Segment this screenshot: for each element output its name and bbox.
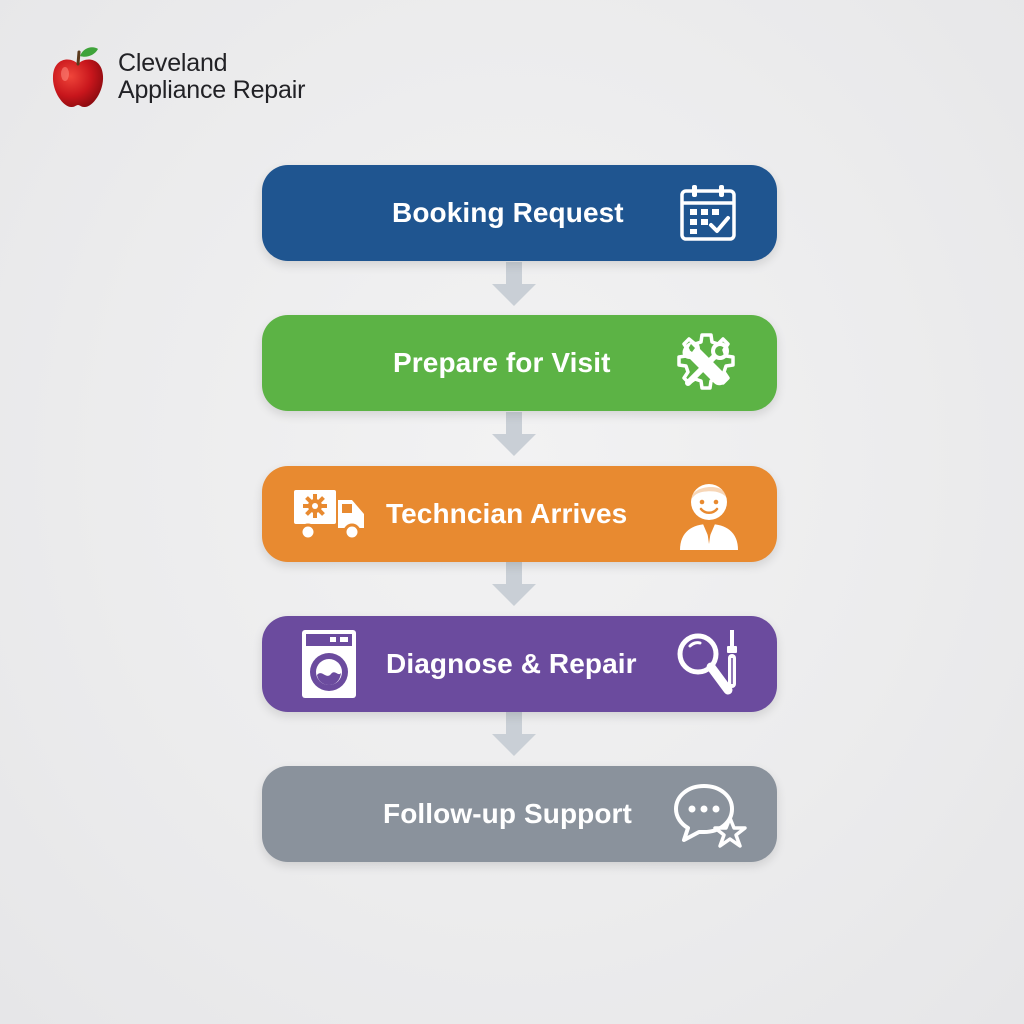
brand-line-2: Appliance Repair bbox=[118, 76, 306, 104]
brand-logo: Cleveland Appliance Repair bbox=[50, 44, 305, 110]
magnifier-screwdriver-icon bbox=[677, 630, 737, 695]
step-follow-up-support: Follow-up Support bbox=[262, 766, 777, 862]
step-label: Follow-up Support bbox=[383, 798, 632, 829]
wrench-gear-icon bbox=[677, 333, 735, 390]
step-prepare-for-visit: Prepare for Visit bbox=[262, 315, 777, 411]
connector-arrow-2 bbox=[492, 412, 536, 456]
step-label: Techncian Arrives bbox=[386, 498, 628, 529]
washing-machine-icon bbox=[302, 630, 356, 698]
step-label: Booking Request bbox=[392, 197, 624, 228]
step-diagnose-repair: Diagnose & Repair bbox=[262, 616, 777, 712]
connector-arrow-3 bbox=[492, 562, 536, 606]
apple-icon bbox=[52, 47, 104, 108]
technician-icon bbox=[680, 484, 738, 550]
step-label: Prepare for Visit bbox=[393, 347, 611, 378]
chat-star-icon bbox=[674, 784, 747, 848]
step-label: Diagnose & Repair bbox=[386, 648, 637, 679]
delivery-truck-icon bbox=[294, 490, 364, 541]
step-technician-arrives: Techncian Arrives bbox=[262, 466, 777, 562]
brand-line-1: Cleveland bbox=[118, 49, 228, 77]
calendar-check-icon bbox=[680, 185, 736, 241]
connector-arrow-1 bbox=[492, 262, 536, 306]
step-booking-request: Booking Request bbox=[262, 165, 777, 261]
brand-name: Cleveland Appliance Repair bbox=[118, 50, 305, 104]
connector-arrow-4 bbox=[492, 712, 536, 756]
